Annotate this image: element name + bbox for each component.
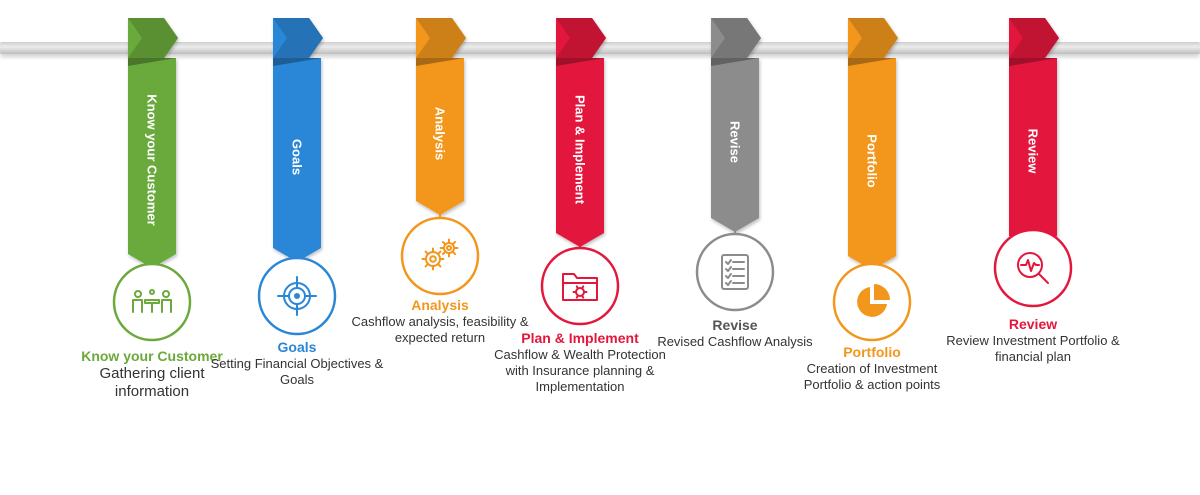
- step-banner: [1009, 18, 1059, 250]
- step-6: Portfolio: [832, 18, 912, 342]
- step-banner: [273, 18, 323, 262]
- step-title: Know your Customer: [81, 348, 223, 364]
- step-circle: [832, 262, 912, 342]
- step-banner: [848, 18, 898, 270]
- step-title: Revise: [712, 317, 758, 333]
- step-7: Review: [993, 18, 1073, 308]
- meeting-icon: [132, 289, 172, 313]
- step-banner: [556, 18, 606, 247]
- banner-label: Analysis: [433, 107, 448, 160]
- step-banner: [128, 18, 178, 268]
- step-description: Cashflow & Wealth Protection with Insura…: [494, 347, 666, 394]
- step-description: Creation of Investment Portfolio & actio…: [803, 361, 941, 392]
- step-banner: [711, 18, 761, 232]
- folder-gear-icon: [562, 273, 598, 301]
- gears-icon: [421, 238, 459, 271]
- banner-label: Plan & Implement: [573, 95, 588, 205]
- step-description: Setting Financial Objectives & Goals: [210, 356, 384, 387]
- step-description: Cashflow analysis, feasibility & expecte…: [351, 314, 529, 345]
- step-description: Review Investment Portfolio & financial …: [946, 333, 1120, 364]
- banner-label: Review: [1026, 129, 1041, 175]
- banner-label: Revise: [728, 121, 743, 163]
- step-5: Revise: [695, 18, 775, 312]
- step-title: Review: [1008, 316, 1058, 332]
- step-description: Gathering client information: [99, 365, 205, 400]
- step-4: Plan & Implement: [540, 18, 620, 326]
- step-1: Know your Customer: [112, 18, 192, 342]
- banner-label: Goals: [290, 139, 305, 175]
- pie-chart-icon: [857, 284, 890, 317]
- magnifier-chart-icon: [1017, 252, 1049, 284]
- step-banner: [416, 18, 466, 215]
- step-circle: [695, 232, 775, 312]
- step-title: Portfolio: [843, 344, 901, 360]
- step-circle: [540, 246, 620, 326]
- step-description: Revised Cashflow Analysis: [657, 334, 813, 349]
- banner-label: Know your Customer: [145, 94, 160, 225]
- checklist-icon: [721, 254, 749, 290]
- step-title: Analysis: [411, 297, 469, 313]
- step-title: Plan & Implement: [521, 330, 639, 346]
- step-2: Goals: [257, 18, 337, 336]
- step-3: Analysis: [400, 18, 480, 296]
- target-icon: [277, 276, 317, 316]
- step-title: Goals: [277, 339, 317, 355]
- banner-label: Portfolio: [865, 134, 880, 187]
